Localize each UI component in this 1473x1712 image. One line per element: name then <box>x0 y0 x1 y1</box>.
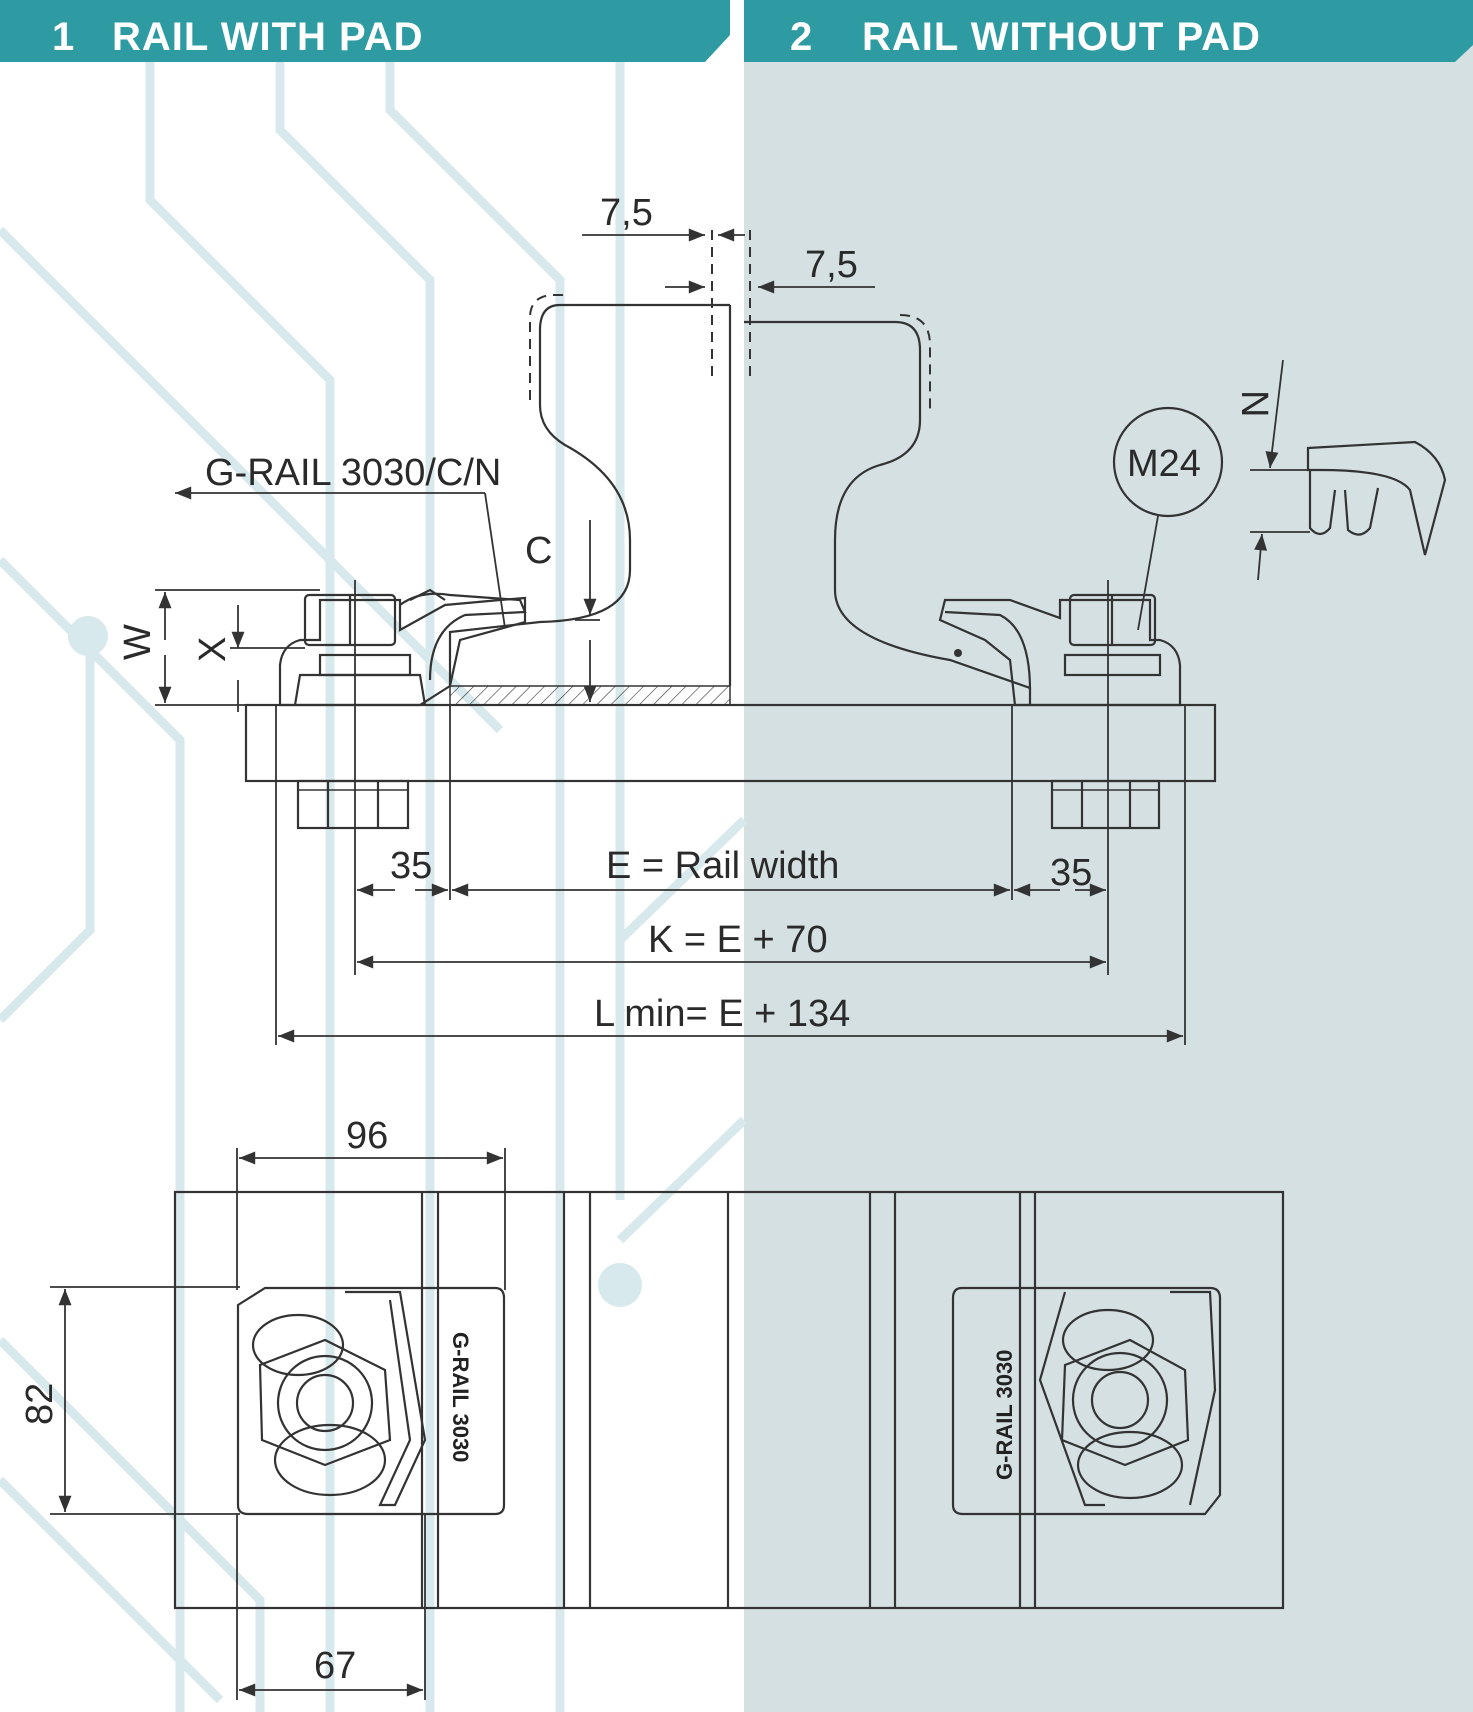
dim-offset-right: 7,5 <box>805 244 858 286</box>
bolt-size-circle <box>1112 406 1224 518</box>
dim-c-label: C <box>525 530 552 572</box>
dim-w-label: W <box>117 624 159 660</box>
header-left <box>0 0 730 62</box>
right-nut-bottom <box>1050 779 1161 830</box>
dim-rail-width: E = Rail width <box>606 845 839 887</box>
header-left-number: 1 <box>52 15 75 59</box>
rail-profile-right <box>744 320 1032 705</box>
clip-brand-right: G-RAIL 3030 <box>992 1350 1017 1480</box>
dim-plate-96: 96 <box>346 1115 388 1157</box>
rail-profile-left <box>448 303 730 686</box>
right-clip-plan <box>951 1286 1222 1516</box>
background-traces <box>0 60 748 1712</box>
dim-offset-left: 7,5 <box>600 192 653 234</box>
dim-edge-right: 35 <box>1050 852 1092 894</box>
dim-k: K = E + 70 <box>648 919 828 961</box>
dim-plate-82: 82 <box>19 1383 61 1425</box>
header-left-title: RAIL WITH PAD <box>112 15 424 59</box>
right-clip <box>938 593 1182 707</box>
header-right-title: RAIL WITHOUT PAD <box>862 15 1261 59</box>
dim-plate-67: 67 <box>314 1645 356 1687</box>
left-nut-bottom <box>296 779 410 830</box>
clip-toe-detail <box>1250 359 1447 581</box>
dim-n-label: N <box>1233 390 1275 417</box>
header-right-number: 2 <box>790 15 813 59</box>
clip-brand-left: G-RAIL 3030 <box>448 1332 473 1462</box>
clip-name-label: G-RAIL 3030/C/N <box>205 452 501 494</box>
dim-x-label: X <box>192 637 234 662</box>
header-right <box>744 0 1473 62</box>
left-clip <box>278 588 527 707</box>
bolt-size-label: M24 <box>1127 443 1201 485</box>
dim-edge-left: 35 <box>390 845 432 887</box>
left-clip-plan <box>236 1286 506 1516</box>
dim-l-min: L min= E + 134 <box>594 993 850 1035</box>
